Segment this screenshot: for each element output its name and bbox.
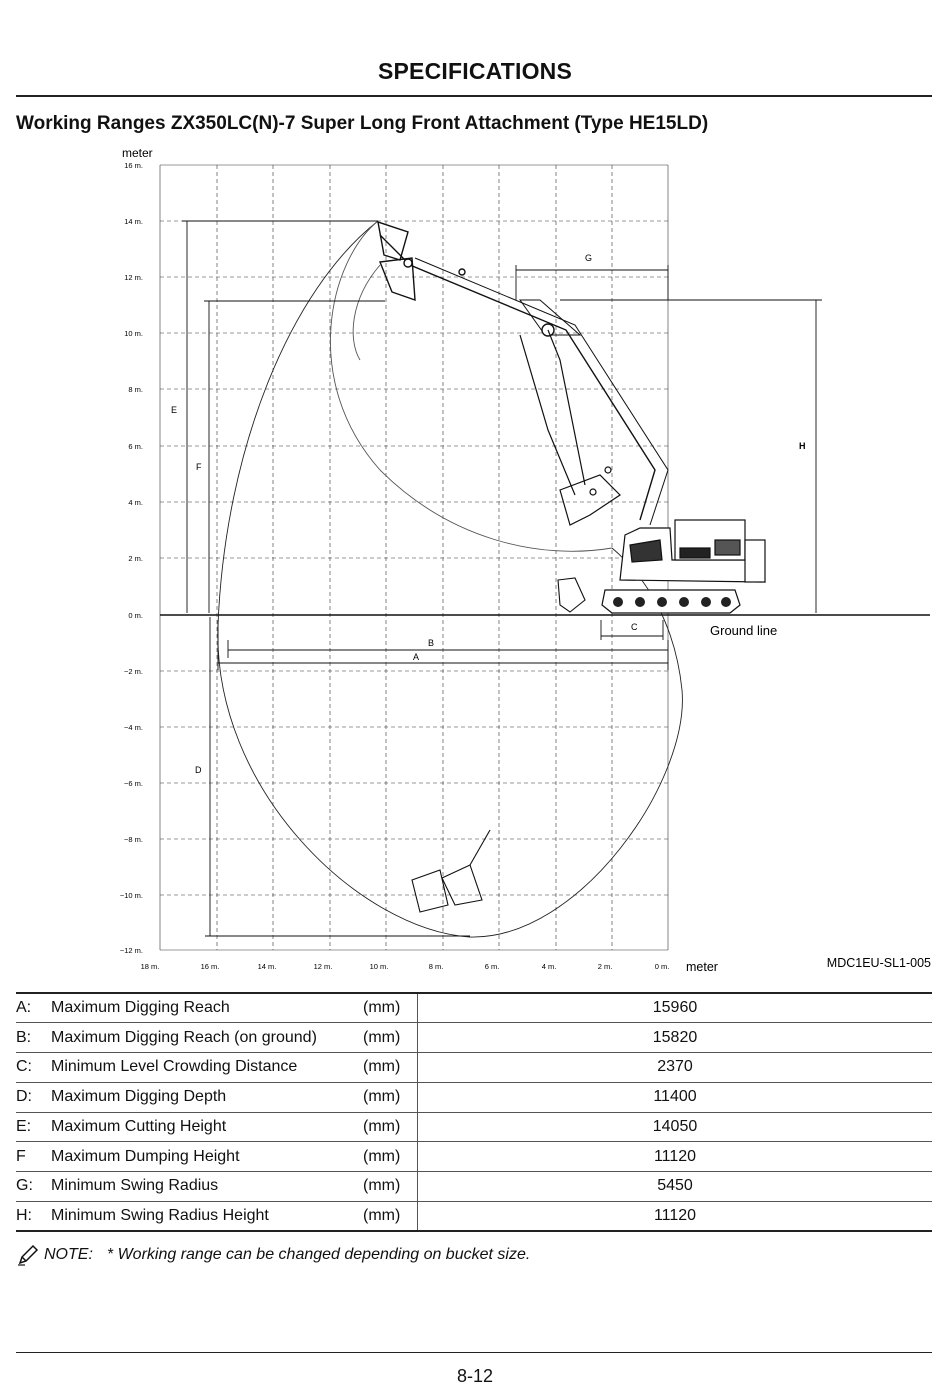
spec-unit: (mm)	[363, 1200, 418, 1232]
x-tick-label: 4 m.	[542, 962, 557, 971]
spec-row: B:Maximum Digging Reach (on ground)(mm)1…	[16, 1022, 932, 1053]
dim-letter-g: G	[585, 253, 592, 263]
dim-letter-f: F	[196, 462, 202, 472]
section-title: Working Ranges ZX350LC(N)-7 Super Long F…	[16, 113, 709, 134]
spec-row: G:Minimum Swing Radius(mm)5450	[16, 1171, 932, 1202]
note-label: NOTE:	[44, 1246, 93, 1263]
spec-key: E:	[16, 1111, 51, 1142]
spec-key: C:	[16, 1052, 51, 1083]
spec-unit: (mm)	[363, 1052, 418, 1083]
y-tick-label: 10 m.	[124, 329, 143, 338]
spec-key: A:	[16, 992, 51, 1023]
spec-value: 5450	[417, 1171, 932, 1202]
y-tick-label: −6 m.	[124, 779, 143, 788]
x-tick-label: 6 m.	[485, 962, 500, 971]
arm-mid-position	[519, 329, 621, 526]
spec-row: A:Maximum Digging Reach(mm)15960	[16, 992, 932, 1023]
spec-key: F	[16, 1141, 51, 1172]
spec-unit: (mm)	[363, 1141, 418, 1172]
dim-letter-b: B	[428, 638, 434, 648]
spec-unit: (mm)	[363, 1171, 418, 1202]
dimension-lines	[182, 220, 822, 937]
page-title: SPECIFICATIONS	[377, 58, 573, 84]
dim-letter-d: D	[195, 765, 202, 775]
y-tick-label: 4 m.	[128, 498, 143, 507]
dim-letter-c: C	[631, 622, 638, 632]
x-axis-ticks: 18 m. 16 m. 14 m. 12 m. 10 m. 8 m. 6 m. 4 m. 2 m…	[141, 962, 670, 971]
figure-code: MDC1EU-SL1-005	[827, 956, 931, 970]
title-divider	[16, 95, 932, 97]
ground-line-label: Ground line	[710, 623, 777, 638]
y-tick-label: 2 m.	[128, 554, 143, 563]
spec-unit: (mm)	[363, 992, 418, 1023]
y-tick-label: −12 m.	[120, 946, 143, 955]
note-text: * Working range can be changed depending…	[106, 1246, 531, 1263]
pen-icon	[18, 1244, 39, 1266]
spec-value: 11120	[417, 1200, 932, 1232]
spec-value: 14050	[417, 1111, 932, 1142]
spec-row: E:Maximum Cutting Height(mm)14050	[16, 1111, 932, 1142]
spec-label: Minimum Swing Radius Height	[51, 1200, 363, 1232]
dim-letter-a: A	[413, 652, 419, 662]
dim-letter-e: E	[171, 405, 177, 415]
spec-label: Minimum Swing Radius	[51, 1171, 363, 1202]
y-axis-unit: meter	[122, 146, 153, 160]
spec-label: Maximum Digging Reach	[51, 992, 363, 1023]
spec-label: Minimum Level Crowding Distance	[51, 1052, 363, 1083]
dimension-letters: E F D B A C G H	[171, 253, 806, 775]
bucket-positions	[411, 577, 586, 913]
y-tick-label: −10 m.	[120, 891, 143, 900]
y-tick-label: −2 m.	[124, 667, 143, 676]
footer-divider	[16, 1352, 932, 1353]
page-number: 8-12	[456, 1366, 494, 1386]
spec-key: B:	[16, 1022, 51, 1053]
y-tick-label: 12 m.	[124, 273, 143, 282]
x-tick-label: 14 m.	[258, 962, 277, 971]
grid	[159, 164, 669, 951]
dim-letter-h: H	[799, 441, 806, 451]
x-tick-label: 16 m.	[201, 962, 220, 971]
y-tick-label: 16 m.	[124, 161, 143, 170]
working-range-diagram: 16 m. 14 m. 12 m. 10 m. 8 m. 6 m. 4 m. 2 m. 0 m.…	[120, 146, 931, 974]
x-axis-unit: meter	[686, 960, 718, 974]
spec-value: 11120	[417, 1141, 932, 1172]
spec-row: C:Minimum Level Crowding Distance(mm)237…	[16, 1052, 932, 1083]
digging-envelope	[217, 220, 683, 938]
spec-key: G:	[16, 1171, 51, 1202]
spec-key: D:	[16, 1081, 51, 1112]
spec-unit: (mm)	[363, 1081, 418, 1112]
spec-value: 15820	[417, 1022, 932, 1053]
spec-unit: (mm)	[363, 1111, 418, 1142]
excavator-body	[601, 519, 766, 614]
spec-label: Maximum Digging Depth	[51, 1081, 363, 1112]
y-tick-label: −4 m.	[124, 723, 143, 732]
y-tick-label: 14 m.	[124, 217, 143, 226]
x-tick-label: 8 m.	[429, 962, 444, 971]
x-tick-label: 2 m.	[598, 962, 613, 971]
y-tick-label: 0 m.	[128, 611, 143, 620]
spec-unit: (mm)	[363, 1022, 418, 1053]
spec-key: H:	[16, 1200, 51, 1232]
spec-row: H:Minimum Swing Radius Height(mm)11120	[16, 1200, 932, 1232]
y-tick-label: 6 m.	[128, 442, 143, 451]
x-tick-label: 12 m.	[314, 962, 333, 971]
spec-value: 2370	[417, 1052, 932, 1083]
y-tick-label: 8 m.	[128, 385, 143, 394]
boom-high-position	[377, 220, 669, 526]
y-axis-ticks: 16 m. 14 m. 12 m. 10 m. 8 m. 6 m. 4 m. 2 m. 0 m.…	[120, 161, 143, 955]
spec-value: 11400	[417, 1081, 932, 1112]
spec-value: 15960	[417, 992, 932, 1023]
x-tick-label: 18 m.	[141, 962, 160, 971]
spec-label: Maximum Dumping Height	[51, 1141, 363, 1172]
spec-label: Maximum Cutting Height	[51, 1111, 363, 1142]
x-tick-label: 10 m.	[370, 962, 389, 971]
spec-label: Maximum Digging Reach (on ground)	[51, 1022, 363, 1053]
x-tick-label: 0 m.	[655, 962, 670, 971]
spec-row: D:Maximum Digging Depth(mm)11400	[16, 1081, 932, 1112]
note: NOTE: * Working range can be changed dep…	[16, 1243, 530, 1267]
y-tick-label: −8 m.	[124, 835, 143, 844]
